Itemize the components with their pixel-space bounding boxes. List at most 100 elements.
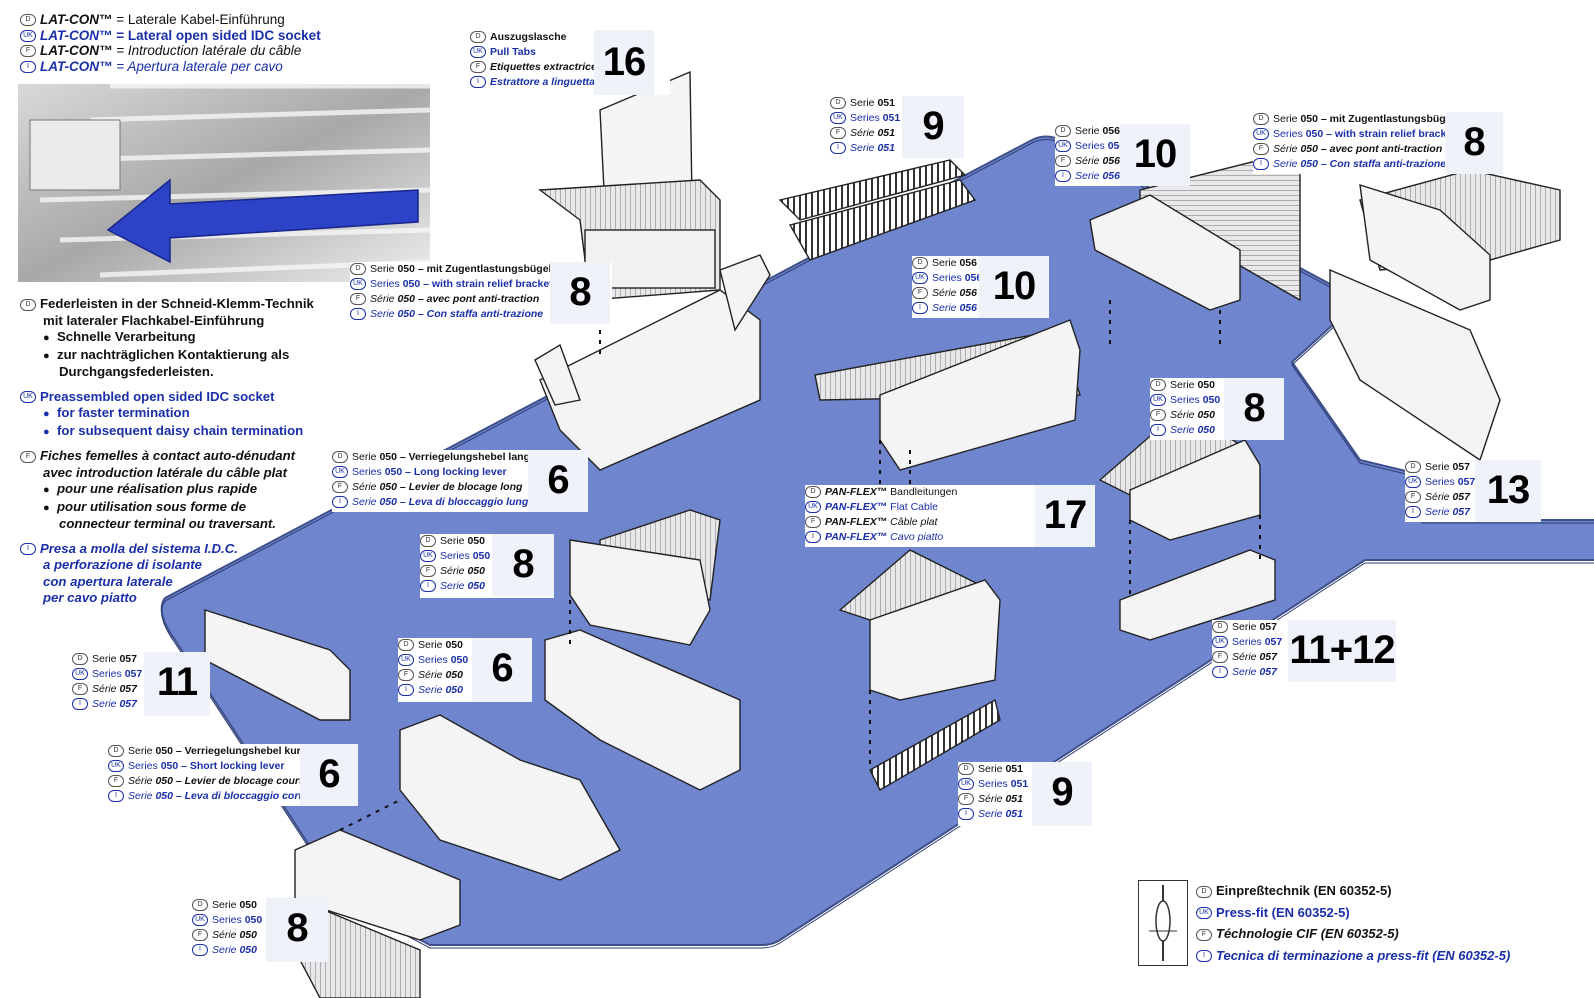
- lang-mark-d: D: [350, 263, 366, 276]
- lang-mark-uk: UK: [398, 654, 414, 667]
- series-number: 056: [1102, 170, 1120, 182]
- brand-name: LAT-CON: [40, 43, 99, 58]
- series-label: Series: [978, 778, 1008, 790]
- series-label: Serie: [850, 97, 875, 109]
- desc-uk-title: Preassembled open sided IDC socket: [40, 388, 275, 404]
- tm: ™: [876, 501, 888, 513]
- lang-mark-f: F: [398, 669, 414, 682]
- series-label: Serie: [932, 302, 957, 314]
- lang-mark-f: F: [830, 127, 846, 140]
- lang-mark-i: I: [1150, 424, 1166, 437]
- series-number: 050: [472, 550, 491, 562]
- series-number: 050 – mit Zugentlastungsbügel: [1300, 113, 1455, 125]
- part-number: 11: [144, 652, 210, 716]
- series-label: Serie: [1170, 379, 1195, 391]
- lang-mark-i: I: [1212, 666, 1228, 679]
- series-number: 057: [1452, 461, 1470, 473]
- lang-mark-f: F: [1253, 143, 1269, 156]
- part-number: 6: [300, 744, 358, 806]
- series-label: Series: [440, 550, 470, 562]
- desc-fr-title2: avec introduction latérale du câble plat: [43, 464, 288, 480]
- part-number: 16: [594, 30, 654, 95]
- series-label: Serie: [92, 653, 117, 665]
- series-label: Serie: [128, 745, 153, 757]
- series-label: Série: [932, 287, 957, 299]
- label-fr: Etiquettes extractrices: [490, 61, 603, 73]
- lang-mark-i: I: [192, 944, 208, 957]
- part-number: 9: [1032, 762, 1092, 826]
- series-number: 051: [877, 127, 895, 139]
- header-text: = Laterale Kabel-Einführung: [112, 12, 285, 27]
- lang-mark-i: I: [958, 808, 974, 821]
- series-number: 051: [1010, 778, 1029, 790]
- lang-mark-f: F: [72, 683, 88, 696]
- series-label: Series: [850, 112, 880, 124]
- series-label: Serie: [370, 308, 395, 320]
- series-number: 057: [124, 668, 143, 680]
- lang-mark-f: F: [1055, 155, 1071, 168]
- press-fit-fr: Téchnologie CIF (EN 60352-5): [1216, 926, 1399, 941]
- series-number: 051: [1005, 793, 1023, 805]
- lang-mark-d: D: [470, 31, 486, 44]
- part-number: 6: [472, 638, 532, 702]
- lang-mark-d: D: [20, 14, 36, 27]
- lang-mark-d: D: [332, 451, 348, 464]
- press-fit-it: Tecnica di terminazione a press-fit (EN …: [1216, 947, 1511, 963]
- series-number: 057: [1259, 621, 1277, 633]
- desc-fr-bullet2: pour utilisation sous forme de: [20, 499, 314, 517]
- series-label: Série: [1170, 409, 1195, 421]
- lang-mark-d: D: [1150, 379, 1166, 392]
- series-label: Serie: [352, 451, 377, 463]
- lang-mark-f: F: [1405, 491, 1421, 504]
- lang-mark-f: F: [332, 481, 348, 494]
- label-fr: Câble plat: [890, 516, 938, 528]
- lang-mark-i: I: [1196, 950, 1212, 963]
- series-label: Serie: [440, 535, 465, 547]
- lang-mark-uk: UK: [830, 112, 846, 125]
- desc-de-title2: mit lateraler Flachkabel-Einführung: [43, 312, 265, 328]
- series-number: 057: [119, 698, 137, 710]
- series-number: 056: [1102, 125, 1120, 137]
- series-label: Série: [1232, 651, 1257, 663]
- lang-mark-f: F: [470, 61, 486, 74]
- part-number: 10: [979, 256, 1049, 318]
- tm: ™: [99, 12, 113, 27]
- series-label: Serie: [1425, 461, 1450, 473]
- lang-mark-i: I: [20, 60, 36, 73]
- lang-mark-uk: UK: [912, 272, 928, 285]
- lang-mark-f: F: [20, 450, 36, 463]
- desc-de-bullet2-cont: Durchgangsfederleisten.: [59, 364, 214, 379]
- series-number: 056: [959, 287, 977, 299]
- part-number: 8: [1224, 378, 1284, 440]
- tm: ™: [876, 531, 888, 543]
- lang-mark-f: F: [20, 45, 36, 58]
- lang-mark-uk: UK: [1196, 907, 1212, 920]
- series-number: 051: [1005, 808, 1023, 820]
- desc-it-line2: a perforazione di isolante: [43, 557, 203, 572]
- series-number: 050: [1197, 409, 1215, 421]
- press-fit-de: Einpreßtechnik (EN 60352-5): [1216, 883, 1392, 898]
- series-number: 057: [1259, 666, 1277, 678]
- label-de: Bandleitungen: [890, 486, 958, 498]
- series-label: Série: [850, 127, 875, 139]
- series-label: Serie: [440, 580, 465, 592]
- series-number: 057: [1259, 651, 1277, 663]
- series-number: 050: [1202, 394, 1221, 406]
- series-label: Serie: [418, 684, 443, 696]
- desc-uk-bullet1: for faster termination: [20, 405, 314, 423]
- series-number: 050 – Long locking lever: [384, 466, 507, 478]
- lang-mark-i: I: [470, 76, 486, 89]
- series-number: 057: [1457, 476, 1476, 488]
- series-number: 050 – Short locking lever: [160, 760, 285, 772]
- lang-mark-uk: UK: [470, 46, 486, 59]
- lang-mark-d: D: [830, 97, 846, 110]
- series-label: Série: [212, 929, 237, 941]
- part-number: 10: [1120, 124, 1190, 186]
